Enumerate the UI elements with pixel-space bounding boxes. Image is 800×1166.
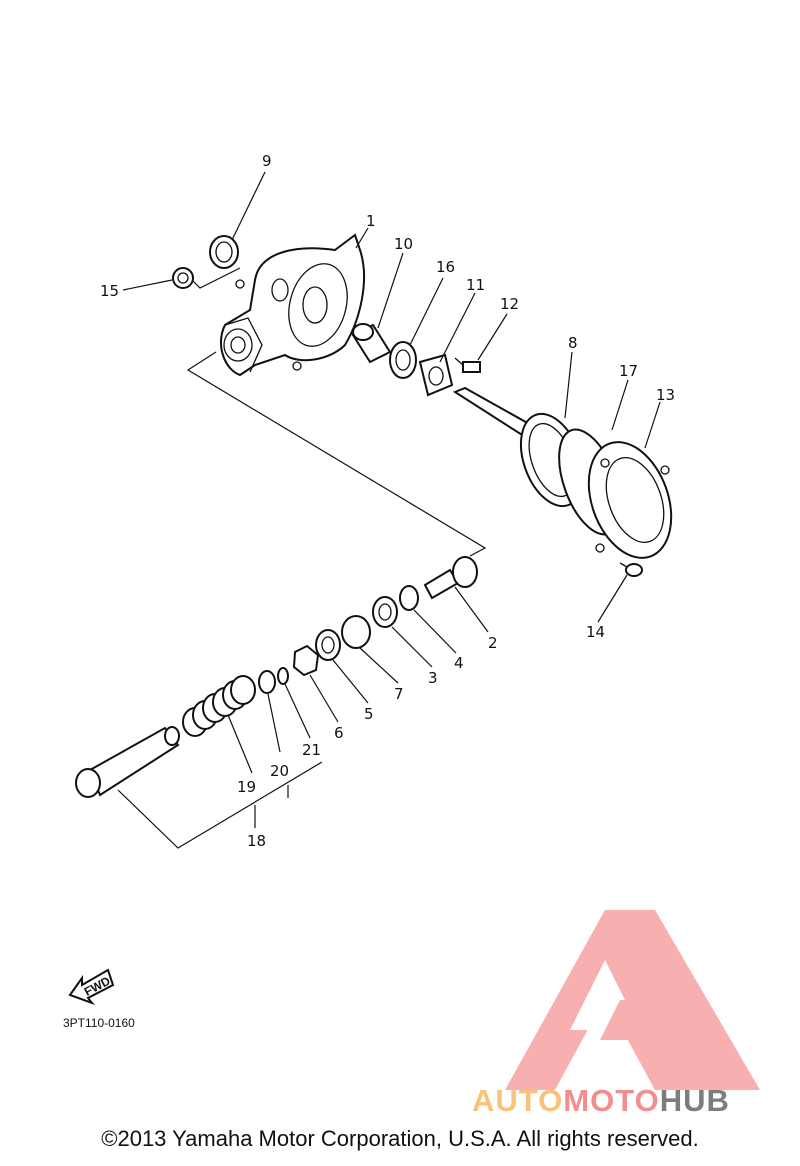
callout-12: 12 (500, 295, 519, 313)
part-10-sleeve (351, 323, 392, 364)
part-21-circlip (277, 667, 289, 685)
callout-7: 7 (394, 685, 404, 703)
part-2-pinion (423, 556, 478, 600)
copyright-notice: ©2013 Yamaha Motor Corporation, U.S.A. A… (101, 1126, 699, 1151)
callout-9: 9 (262, 152, 272, 170)
part-11-retainer (418, 353, 454, 397)
callout-14: 14 (586, 623, 605, 641)
part-13-cover (587, 441, 673, 559)
callout-10: 10 (394, 235, 413, 253)
part-15-collar (172, 267, 194, 289)
callout-20: 20 (270, 762, 289, 780)
part-12-bolt (454, 357, 481, 373)
callout-5: 5 (364, 705, 374, 723)
callout-1: 1 (366, 212, 376, 230)
part-19-spring (182, 675, 256, 737)
part-3-bearing (372, 596, 398, 628)
part-7-spacer (341, 615, 371, 649)
callout-21: 21 (302, 741, 321, 759)
watermark-brand: AUTOMOTOHUB (472, 1083, 730, 1119)
part-20-washer (258, 670, 276, 694)
brand-hub: HUB (659, 1083, 730, 1118)
part-16-bearing (389, 341, 417, 379)
watermark-logo (505, 910, 760, 1090)
part-6-nut (292, 644, 320, 677)
brand-auto: AUTO (472, 1083, 564, 1118)
callout-18: 18 (247, 832, 266, 850)
callout-2: 2 (488, 634, 498, 652)
callout-3: 3 (428, 669, 438, 687)
assembly-line (186, 351, 487, 557)
brand-moto: MOTO (563, 1083, 660, 1118)
callout-16: 16 (436, 258, 455, 276)
callout-11: 11 (466, 276, 485, 294)
callout-17: 17 (619, 362, 638, 380)
diagram-code: 3PT110-0160 (63, 1016, 135, 1030)
callout-6: 6 (334, 724, 344, 742)
part-4-washer (399, 585, 419, 611)
callout-4: 4 (454, 654, 464, 672)
part-9-bearing (209, 235, 239, 269)
fwd-arrow-icon: FWD (68, 968, 115, 1006)
part-14-screw (619, 562, 643, 577)
leader-lines (117, 171, 661, 849)
part-1-final-gear-case (220, 233, 366, 377)
callout-15: 15 (100, 282, 119, 300)
part-18-drive-shaft (75, 726, 180, 798)
part-5-bearing (315, 629, 341, 661)
callout-8: 8 (568, 334, 578, 352)
callout-13: 13 (656, 386, 675, 404)
callout-19: 19 (237, 778, 256, 796)
callouts: 1 9 15 10 16 11 12 8 17 13 14 2 4 3 7 5 … (100, 152, 675, 850)
